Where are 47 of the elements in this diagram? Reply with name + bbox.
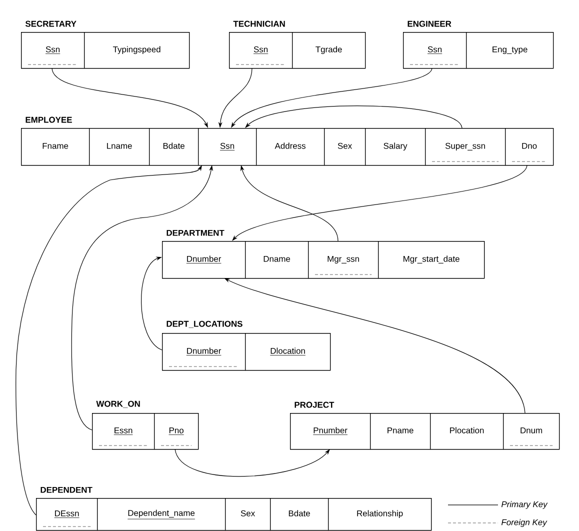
node-label: PROJECT bbox=[294, 402, 334, 408]
legend-entry: Primary Key bbox=[448, 501, 548, 509]
table-cell: Plocation bbox=[430, 412, 504, 450]
table-cell: Salary bbox=[365, 128, 426, 166]
arrow bbox=[141, 256, 162, 350]
table-cell: Eng_type bbox=[466, 32, 554, 69]
table-cell: Ssn bbox=[21, 32, 85, 69]
arrow bbox=[232, 164, 528, 241]
table-cell: Super_ssn bbox=[425, 128, 506, 166]
node-label: WORK_ON bbox=[96, 400, 140, 408]
table-cell: Dnumber bbox=[162, 240, 246, 279]
node-label: DEPARTMENT bbox=[166, 230, 224, 236]
node-label: EMPLOYEE bbox=[26, 116, 72, 123]
node-label: DEPENDENT bbox=[40, 486, 92, 493]
table-cell: Dnumber bbox=[162, 332, 246, 371]
table-cell: Address bbox=[256, 128, 325, 166]
table-cell: Mgr_ssn bbox=[308, 240, 379, 279]
node-label: DEPT_LOCATIONS bbox=[166, 320, 242, 328]
table-cell: DEssn bbox=[36, 498, 98, 531]
table-cell: Dlocation bbox=[245, 332, 331, 371]
table-cell: Tgrade bbox=[292, 32, 366, 69]
legend-entry: Foreign Key bbox=[448, 519, 548, 527]
table-cell: Sex bbox=[225, 498, 271, 531]
table-cell: Pnumber bbox=[290, 412, 371, 450]
table-cell: Bdate bbox=[270, 498, 329, 531]
table-cell: Pno bbox=[154, 412, 199, 450]
table-cell: Dno bbox=[505, 128, 554, 166]
node-label: SECRETARY bbox=[25, 20, 76, 27]
table-cell: Typingspeed bbox=[84, 32, 190, 69]
table-cell: Ssn bbox=[198, 128, 257, 166]
table-cell: Mgr_start_date bbox=[378, 240, 485, 279]
table-cell: Bdate bbox=[149, 128, 199, 166]
table-cell: Dependent_name bbox=[97, 498, 226, 531]
table-cell: Essn bbox=[92, 412, 155, 450]
table-cell: Fname bbox=[21, 128, 90, 166]
table-cell: Dname bbox=[245, 240, 309, 279]
arrow bbox=[174, 448, 330, 477]
arrow bbox=[245, 106, 462, 128]
table-cell: Lname bbox=[89, 128, 150, 166]
table-cell: Ssn bbox=[229, 32, 293, 69]
table-cell: Pname bbox=[370, 412, 431, 450]
table-cell: Dnum bbox=[503, 412, 560, 450]
node-label: ENGINEER bbox=[408, 20, 452, 27]
table-cell: Ssn bbox=[403, 32, 467, 69]
table-cell: Relationship bbox=[328, 498, 432, 531]
table-cell: Sex bbox=[324, 128, 366, 166]
node-label: TECHNICIAN bbox=[233, 20, 285, 27]
